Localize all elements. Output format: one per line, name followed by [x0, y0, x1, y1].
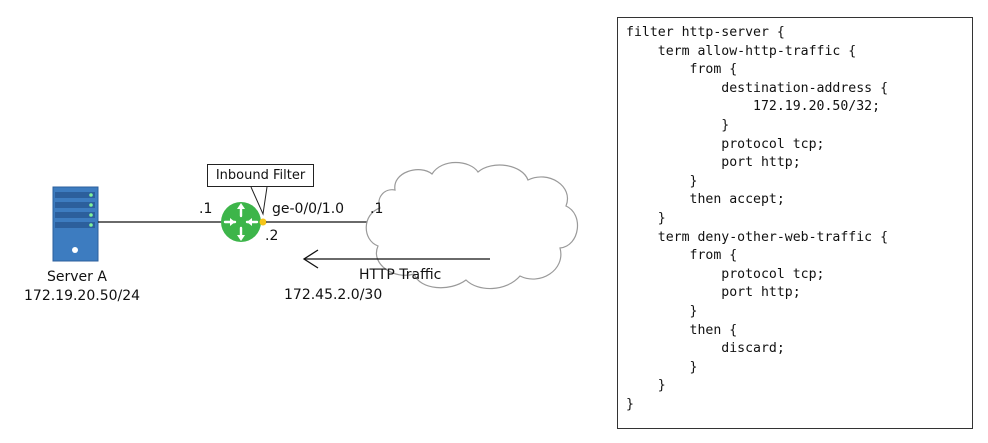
code-line: }	[626, 303, 698, 319]
filter-config-box: filter http-server { term allow-http-tra…	[617, 17, 973, 429]
code-line: from {	[626, 248, 738, 264]
code-line: term allow-http-traffic {	[626, 43, 857, 59]
router-interface-label: ge-0/0/1.0	[272, 201, 345, 217]
link-subnet-label: 172.45.2.0/30	[284, 287, 383, 303]
code-line: }	[626, 210, 666, 226]
code-line: 172.19.20.50/32;	[626, 99, 881, 115]
router-interface-suffix: .2	[265, 228, 279, 244]
router-left-ip: .1	[199, 201, 213, 217]
traffic-arrowhead	[302, 249, 319, 269]
code-line: filter http-server {	[626, 25, 785, 40]
code-line: }	[626, 359, 698, 375]
server-label: Server A	[47, 269, 107, 285]
code-line: then accept;	[626, 192, 785, 208]
code-line: }	[626, 117, 730, 133]
traffic-label: HTTP Traffic	[359, 267, 442, 283]
inbound-filter-callout: Inbound Filter	[207, 164, 314, 187]
network-diagram	[52, 161, 579, 290]
code-line: then {	[626, 322, 738, 338]
code-line: protocol tcp;	[626, 266, 825, 282]
server-icon	[52, 186, 99, 262]
code-line: discard;	[626, 341, 785, 357]
code-line: }	[626, 396, 634, 412]
callout-pointer	[250, 186, 268, 216]
code-line: }	[626, 378, 666, 394]
code-line: term deny-other-web-traffic {	[626, 229, 889, 245]
code-line: from {	[626, 62, 738, 78]
interface-dot	[259, 218, 267, 226]
code-line: port http;	[626, 285, 801, 301]
server-ip: 172.19.20.50/24	[24, 288, 141, 304]
filter-config-code: filter http-server { term allow-http-tra…	[618, 18, 972, 414]
cloud-icon	[365, 161, 579, 290]
router-icon	[221, 202, 261, 242]
code-line: }	[626, 173, 698, 189]
code-line: destination-address {	[626, 80, 889, 96]
code-line: port http;	[626, 155, 801, 171]
cloud-ip: .1	[370, 201, 384, 217]
code-line: protocol tcp;	[626, 136, 825, 152]
